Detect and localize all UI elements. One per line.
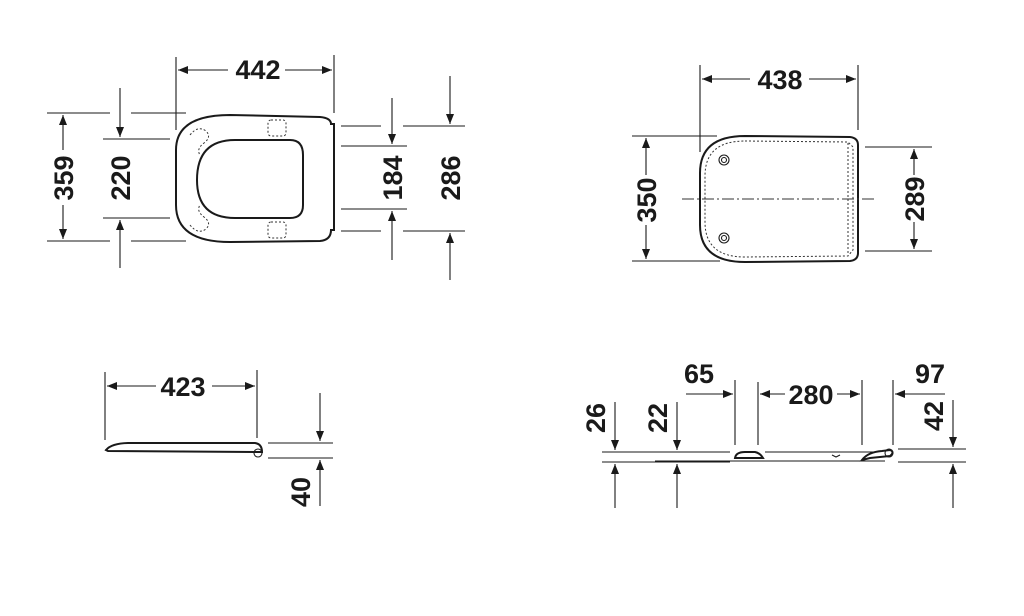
dim-lid-hinge-width: 289	[900, 176, 930, 221]
dim-lid-length: 438	[757, 65, 802, 95]
dim-lid-width: 350	[632, 177, 662, 222]
top-view-seat: 442 359 220 184	[47, 55, 466, 280]
dim-opening-width: 220	[106, 155, 136, 200]
top-view-lid: 438 350 289	[632, 65, 932, 264]
dim-hinge-offset: 97	[915, 359, 945, 389]
dim-hinge-inner: 184	[378, 155, 408, 200]
dim-seat-length: 442	[235, 55, 280, 85]
side-view-closed: 423 40	[104, 370, 333, 507]
dim-front-height: 26	[581, 403, 611, 433]
dim-side-height: 40	[286, 477, 316, 507]
dim-hinge-outer: 286	[436, 155, 466, 200]
dim-lid-thickness: 22	[643, 403, 673, 433]
dim-seat-width: 359	[49, 155, 79, 200]
dim-front-offset: 65	[684, 359, 714, 389]
dim-side-length: 423	[160, 372, 205, 402]
dim-hinge-height: 42	[919, 401, 949, 431]
dim-buffer-spacing: 280	[788, 380, 833, 410]
side-view-detail: 65 280 97 26 22 42	[581, 359, 966, 508]
